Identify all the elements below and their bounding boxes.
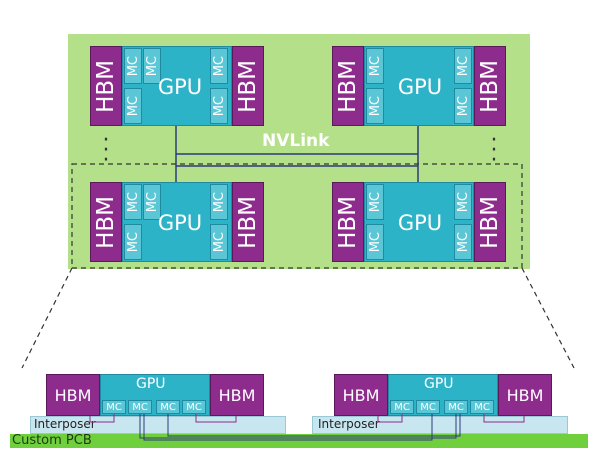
hbm-block: HBM — [210, 374, 264, 416]
hbm-block: HBM — [332, 182, 364, 262]
gpu-label: GPU — [397, 75, 443, 99]
memory-controller: MC — [444, 400, 468, 414]
memory-controller: MC — [454, 48, 472, 84]
memory-controller: MC — [390, 400, 414, 414]
memory-controller: MC — [124, 224, 142, 260]
memory-controller: MC — [210, 88, 228, 124]
gpu-label: GPU — [157, 75, 203, 99]
memory-controller: MC — [454, 184, 472, 220]
hbm-block: HBM — [232, 46, 264, 126]
memory-controller: MC — [210, 224, 228, 260]
ellipsis-dots: ··· — [102, 128, 110, 173]
memory-controller: MC — [366, 184, 384, 220]
memory-controller: MC — [210, 48, 228, 84]
zoom-line — [521, 267, 575, 369]
memory-controller: MC — [366, 224, 384, 260]
memory-controller: MC — [182, 400, 206, 414]
gpu-label: GPU — [136, 376, 166, 392]
hbm-block: HBM — [474, 46, 506, 126]
hbm-block: HBM — [498, 374, 552, 416]
interposer — [30, 416, 286, 434]
interposer — [312, 416, 568, 434]
memory-controller: MC — [366, 88, 384, 124]
memory-controller: MC — [470, 400, 494, 414]
memory-controller: MC — [124, 48, 142, 84]
hbm-block: HBM — [90, 182, 122, 262]
hbm-traces — [89, 414, 525, 423]
hbm-block: HBM — [46, 374, 100, 416]
memory-controller: MC — [143, 48, 161, 84]
memory-controller: MC — [124, 88, 142, 124]
memory-controller: MC — [102, 400, 126, 414]
pcb-traces — [139, 414, 461, 441]
selection-box — [71, 163, 523, 269]
ellipsis-dots: ··· — [490, 128, 498, 173]
gpu-label: GPU — [157, 211, 203, 235]
memory-controller: MC — [454, 88, 472, 124]
memory-controller: MC — [156, 400, 180, 414]
hbm-block: HBM — [90, 46, 122, 126]
gpu-label: GPU — [397, 211, 443, 235]
hbm-block: HBM — [474, 182, 506, 262]
nvlink-connections — [175, 126, 419, 182]
memory-controller: MC — [454, 224, 472, 260]
memory-controller: MC — [143, 184, 161, 220]
interposer-label: Interposer — [318, 417, 380, 431]
hbm-block: HBM — [334, 374, 388, 416]
interposer-label: Interposer — [34, 417, 96, 431]
custom-pcb-label: Custom PCB — [12, 433, 92, 448]
memory-controller: MC — [128, 400, 152, 414]
memory-controller: MC — [124, 184, 142, 220]
memory-controller: MC — [366, 48, 384, 84]
hbm-block: HBM — [332, 46, 364, 126]
nvlink-label: NVLink — [262, 131, 330, 151]
zoom-line — [21, 267, 73, 369]
memory-controller: MC — [210, 184, 228, 220]
memory-controller: MC — [416, 400, 440, 414]
gpu-label: GPU — [424, 376, 454, 392]
hbm-block: HBM — [232, 182, 264, 262]
